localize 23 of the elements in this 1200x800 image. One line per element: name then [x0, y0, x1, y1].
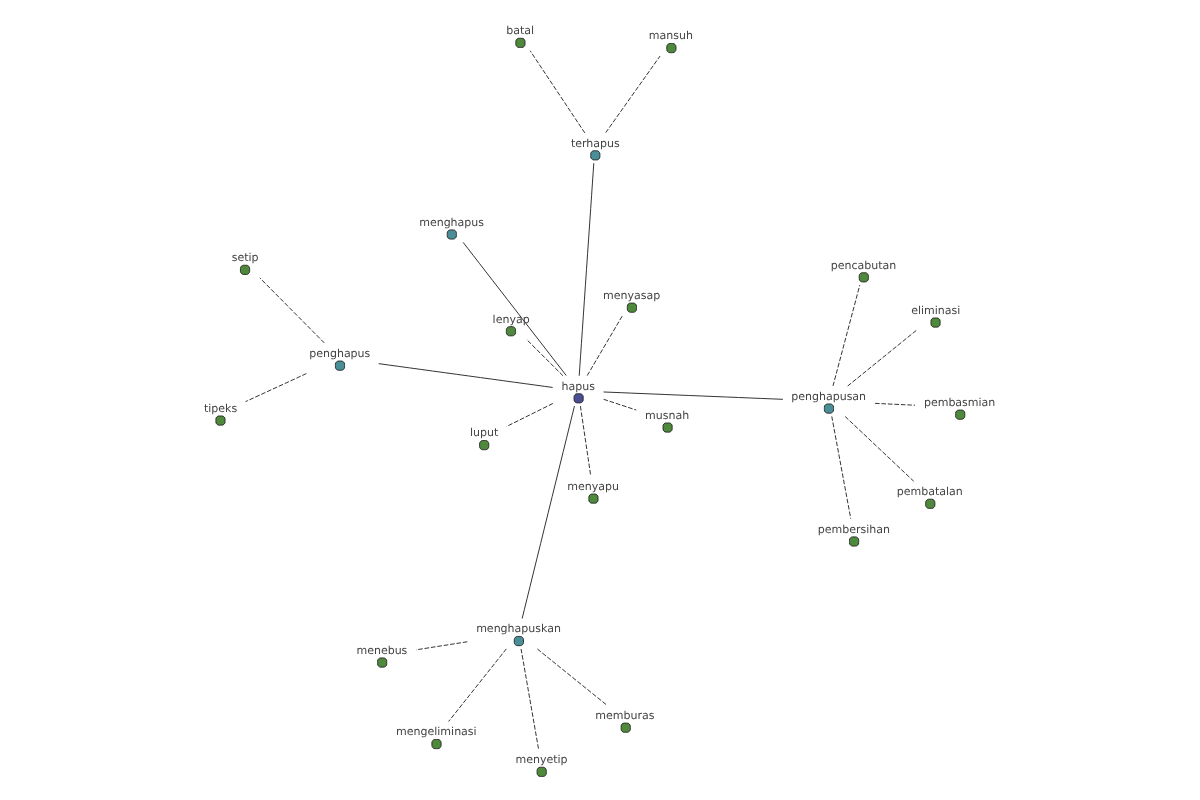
connector — [586, 315, 623, 377]
connector — [529, 50, 586, 134]
connector — [603, 398, 637, 411]
connector — [578, 162, 595, 377]
connector — [448, 648, 507, 722]
connector — [832, 284, 861, 387]
connector — [259, 277, 325, 344]
connector — [536, 648, 608, 706]
connector — [378, 363, 554, 388]
connector — [605, 55, 661, 134]
connector — [462, 241, 567, 376]
connector — [520, 648, 540, 750]
connector — [579, 405, 592, 477]
connector — [521, 405, 575, 619]
connector — [506, 403, 554, 427]
connector — [603, 391, 784, 400]
connector — [831, 416, 852, 520]
connector — [245, 373, 307, 403]
connector — [847, 330, 917, 387]
connector — [874, 402, 916, 406]
connector — [844, 416, 915, 482]
connector — [415, 641, 468, 651]
connector — [525, 338, 564, 377]
